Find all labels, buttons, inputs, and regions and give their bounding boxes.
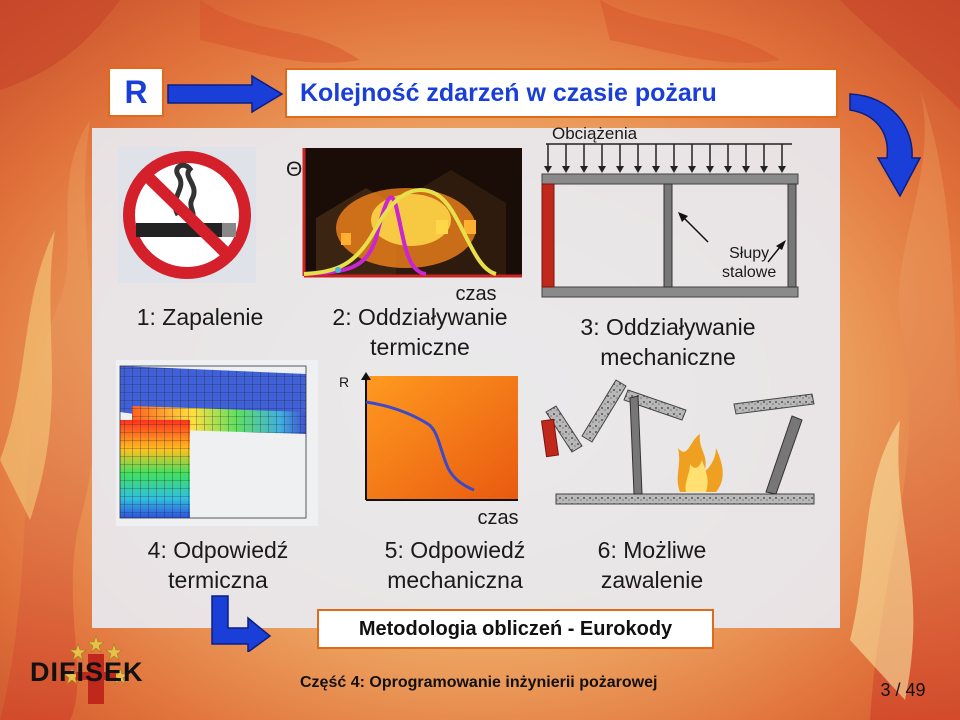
r-label-box: R — [108, 67, 164, 117]
step-6-label: 6: Możliwe zawalenie — [597, 537, 707, 593]
thermal-response-mesh — [116, 360, 318, 526]
methodology-box: Metodologia obliczeń - Eurokody — [317, 609, 714, 649]
r-axis-label: R — [339, 374, 350, 390]
down-right-arrow-icon — [211, 595, 272, 652]
steel-columns-label: Słupy stalowe — [722, 245, 777, 281]
theta-axis-label: Θ — [286, 158, 303, 181]
page-current: 3 — [880, 680, 891, 700]
thermal-action-graph — [302, 148, 522, 278]
collapse-diagram — [540, 379, 815, 505]
right-arrow-icon — [167, 74, 284, 114]
time-axis-label-top: czas — [455, 283, 497, 305]
step-2-label: 2: Oddziaływanie termiczne — [332, 304, 508, 360]
steel-frame-diagram — [541, 143, 799, 298]
page-title: Kolejność zdarzeń w czasie pożaru — [285, 68, 838, 118]
step-5-label: 5: Odpowiedź mechaniczna — [384, 537, 526, 593]
loads-label: Obciążenia — [552, 124, 638, 143]
time-axis-label-bottom: czas — [477, 507, 519, 529]
page-indicator: 3 / 49 — [880, 680, 926, 700]
step-3-label: 3: Oddziaływanie mechaniczne — [580, 314, 756, 370]
curved-arrow-icon — [849, 93, 922, 198]
step-1-label: 1: Zapalenie — [136, 304, 264, 330]
page-total: 49 — [905, 680, 926, 700]
difisek-logo-text: DIFISEK — [30, 657, 144, 687]
step-4-label: 4: Odpowiedź termiczna — [147, 537, 289, 593]
footer-part-label: Część 4: Oprogramowanie inżynierii pożar… — [300, 674, 658, 691]
no-smoking-icon — [118, 147, 256, 283]
mechanical-response-graph — [361, 372, 518, 501]
eu-stars-logo-icon — [64, 635, 128, 704]
